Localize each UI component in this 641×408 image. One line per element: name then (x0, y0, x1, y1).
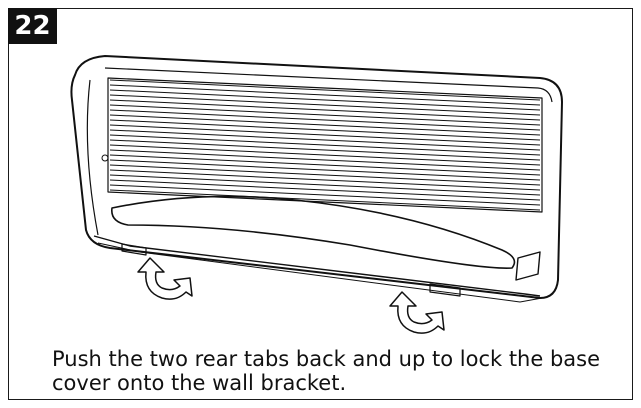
instruction-caption: Push the two rear tabs back and up to lo… (52, 347, 601, 395)
left-tab (121, 243, 147, 256)
air-conditioner-illustration (70, 55, 563, 334)
base-cover (93, 235, 541, 297)
rotate-arrow-left-icon (137, 257, 193, 300)
right-tab (429, 283, 461, 297)
front-grille (109, 79, 541, 211)
side-knob (101, 154, 109, 162)
rotate-arrow-right-icon (389, 291, 445, 334)
front-panel (111, 195, 516, 269)
grille-frame (107, 77, 543, 213)
left-side (86, 79, 99, 236)
top-edge (104, 67, 553, 103)
step-number-badge: 22 (8, 8, 57, 44)
base-cover-lower (97, 242, 543, 303)
air-conditioner-icon (70, 55, 563, 303)
unit-body (70, 55, 563, 299)
display-window (515, 251, 541, 281)
